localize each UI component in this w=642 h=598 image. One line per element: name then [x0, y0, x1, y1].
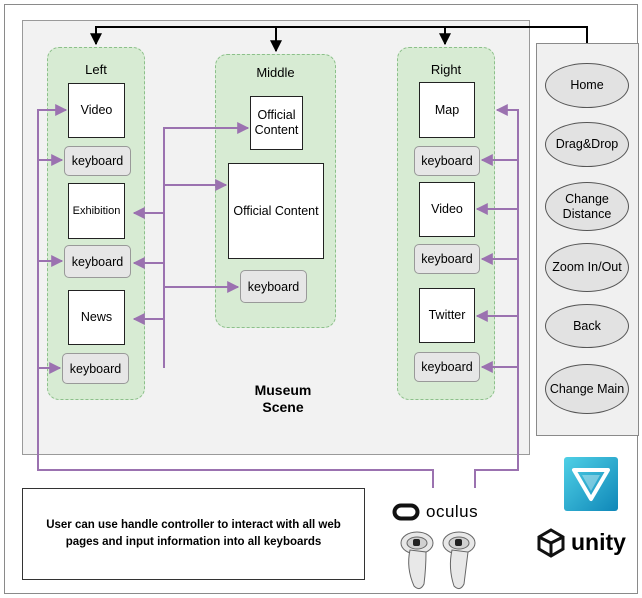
oculus-wordmark: oculus — [426, 502, 479, 521]
left-news-page[interactable]: News — [68, 290, 125, 345]
museum-scene-label: Museum Scene — [254, 382, 312, 415]
middle-official-content-large[interactable]: Official Content — [228, 163, 324, 259]
middle-keyboard[interactable]: keyboard — [240, 270, 307, 303]
right-video-page[interactable]: Video — [419, 182, 475, 237]
column-middle-title: Middle — [256, 65, 295, 80]
column-left-title: Left — [85, 62, 107, 77]
middle-official-content-small[interactable]: Official Content — [250, 96, 303, 150]
right-keyboard-2[interactable]: keyboard — [414, 244, 480, 274]
menu-zoom-button[interactable]: Zoom In/Out — [545, 243, 629, 292]
menu-back-button[interactable]: Back — [545, 304, 629, 348]
left-keyboard-1[interactable]: keyboard — [64, 146, 131, 176]
right-map-page[interactable]: Map — [419, 82, 475, 138]
oculus-ring-icon — [392, 503, 420, 521]
unity-cube-icon — [537, 528, 565, 558]
right-keyboard-3[interactable]: keyboard — [414, 352, 480, 382]
right-twitter-page[interactable]: Twitter — [419, 288, 475, 343]
menu-change-distance-button[interactable]: Change Distance — [545, 182, 629, 231]
left-exhibition-page[interactable]: Exhibition — [68, 183, 125, 239]
column-right-title: Right — [430, 62, 462, 77]
left-keyboard-2[interactable]: keyboard — [64, 245, 131, 278]
controllers-icon — [400, 531, 476, 590]
left-keyboard-3[interactable]: keyboard — [62, 353, 129, 384]
menu-home-button[interactable]: Home — [545, 63, 629, 108]
oculus-logo: oculus — [392, 500, 492, 524]
menu-change-main-button[interactable]: Change Main — [545, 364, 629, 414]
vuforia-logo-icon — [564, 457, 618, 511]
unity-wordmark: unity — [571, 529, 626, 555]
interaction-note: User can use handle controller to intera… — [22, 488, 365, 580]
unity-logo: unity — [536, 526, 636, 560]
left-video-page[interactable]: Video — [68, 83, 125, 138]
right-keyboard-1[interactable]: keyboard — [414, 146, 480, 176]
menu-drag-drop-button[interactable]: Drag&Drop — [545, 122, 629, 167]
